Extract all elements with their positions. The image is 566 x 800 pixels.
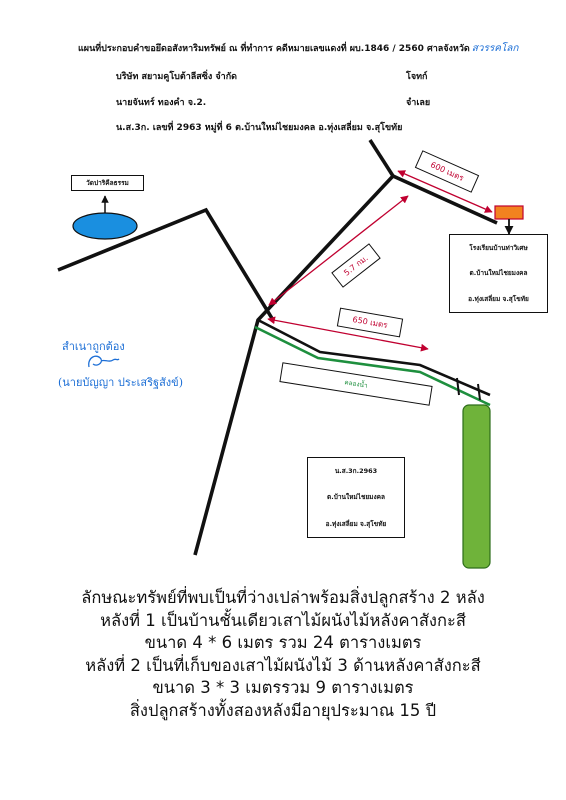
signature-mark — [88, 355, 120, 368]
dist-mid-arrow — [267, 316, 429, 352]
school-line-3: อ.ทุ่งเสลี่ยม จ.สุโขทัย — [468, 295, 529, 304]
school-marker — [494, 205, 524, 220]
temple-pond — [72, 212, 138, 240]
dist-mid-text: 650 เมตร — [351, 315, 389, 330]
desc-line-4: หลังที่ 2 เป็นที่เก็บของเสาไม้ผนังไม้ 3 … — [85, 655, 481, 675]
defendant-name: นายจันทร์ ทองคำ จ.2. — [116, 98, 207, 108]
temple-label: วัดปาริคีลธรรม — [71, 175, 144, 191]
plaintiff-label: โจทก์ — [406, 72, 428, 82]
school-line-1: โรงเรียนบ้านท่าวิเศษ — [469, 243, 528, 252]
road-to-school — [392, 174, 498, 225]
header-title: แผนที่ประกอบคำขอยึดอสังหาริมทรัพย์ ณ ที่… — [78, 41, 518, 56]
certified-copy-text: สำเนาถูกต้อง — [62, 340, 125, 353]
plot-line-3: อ.ทุ่งเสลี่ยม จ.สุโขทัย — [325, 519, 387, 528]
school-line-2: ต.บ้านใหม่ไชยมงคล — [469, 269, 528, 278]
plot-label: น.ส.3ก.2963 ต.บ้านใหม่ไชยมงคล อ.ทุ่งเสลี… — [307, 457, 405, 538]
desc-line-2: หลังที่ 1 เป็นบ้านชั้นเดียวเสาไม้ผนังไม้… — [100, 610, 466, 630]
desc-line-1: ลักษณะทรัพย์ที่พบเป็นที่ว่างเปล่าพร้อมสิ… — [81, 588, 485, 607]
temple-label-text: วัดปาริคีลธรรม — [86, 179, 129, 187]
road-tick-2 — [477, 383, 481, 401]
road-west — [57, 207, 275, 321]
deed-info: น.ส.3ก. เลขที่ 2963 หมู่ที่ 6 ต.บ้านใหม่… — [116, 123, 403, 133]
desc-line-6: สิ่งปลูกสร้างทั้งสองหลังมีอายุประมาณ 15 … — [129, 700, 437, 720]
road-north — [368, 139, 395, 177]
road-tick-1 — [456, 377, 460, 396]
school-label: โรงเรียนบ้านท่าวิเศษ ต.บ้านใหม่ไชยมงคล อ… — [449, 234, 548, 313]
canal-label-text: คลองน้ำ — [343, 378, 369, 390]
desc-line-5: ขนาด 3 * 3 เมตรรวม 9 ตารางเมตร — [152, 678, 414, 698]
dist-diag-arrow — [268, 195, 409, 306]
header-title-text: แผนที่ประกอบคำขอยึดอสังหาริมทรัพย์ ณ ที่… — [78, 44, 470, 54]
company-name: บริษัท สยามคูโบต้าลีสซิ่ง จำกัด — [116, 72, 238, 82]
dist-top-arrow — [397, 170, 493, 213]
property-description: ลักษณะทรัพย์ที่พบเป็นที่ว่างเปล่าพร้อมสิ… — [0, 587, 566, 723]
plot-line-1: น.ส.3ก.2963 — [334, 467, 378, 476]
court-handwritten: สวรรคโลก — [471, 43, 519, 54]
defendant-label: จำเลย — [406, 98, 431, 108]
signer-name: (นายบัญญา ประเสริฐสังข์) — [58, 376, 183, 389]
plot-line-2: ต.บ้านใหม่ไชยมงคล — [327, 493, 385, 502]
land-plot — [462, 404, 491, 569]
desc-line-3: ขนาด 4 * 6 เมตร รวม 24 ตารางเมตร — [144, 633, 422, 653]
